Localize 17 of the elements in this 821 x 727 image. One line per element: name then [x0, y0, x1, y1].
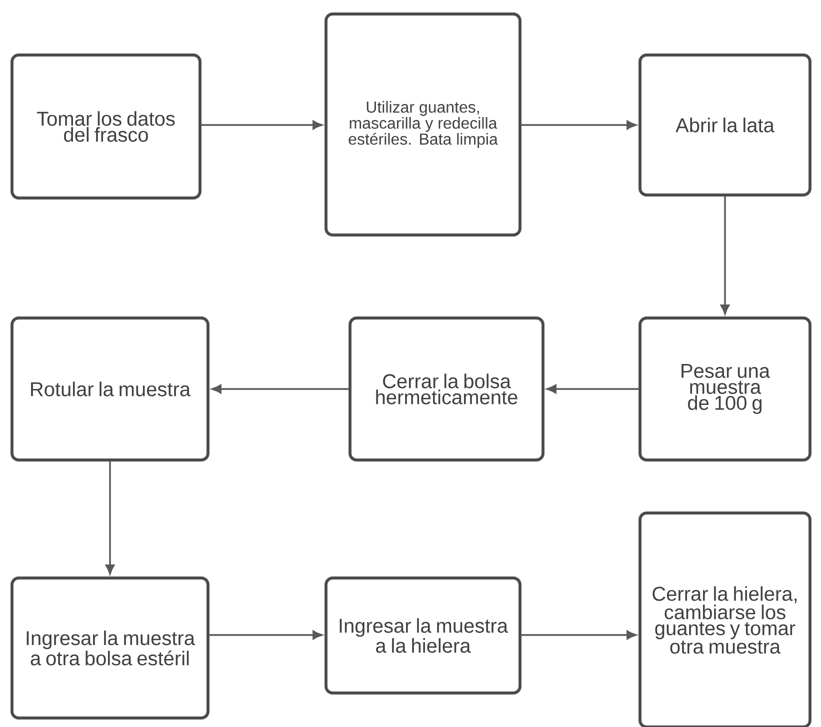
arrow [105, 461, 115, 574]
process-box: Rotular la muestra [10, 316, 210, 462]
process-box: Pesar una muestra de 100 g [638, 316, 812, 462]
process-box: Cerrar la bolsa hermeticamente [348, 316, 544, 462]
process-box: Ingresar la muestra a la hielera [324, 576, 522, 694]
process-box: Utilizar guantes, mascarilla y redecilla estériles. Bata limpia [324, 12, 522, 236]
arrow [720, 196, 730, 314]
arrow [212, 384, 349, 394]
arrow [521, 630, 636, 640]
process-box: Abrir la lata [638, 54, 812, 196]
arrow [546, 384, 639, 394]
arrow [521, 120, 636, 130]
process-box: Cerrar la hielera, cambiarse los guantes y tomar otra muestra [638, 512, 812, 727]
arrow [201, 120, 322, 130]
arrow [209, 630, 322, 640]
process-box: Tomar los datos del frasco [10, 54, 202, 200]
process-box: Ingresar la muestra a otra bolsa estéril [10, 576, 210, 720]
